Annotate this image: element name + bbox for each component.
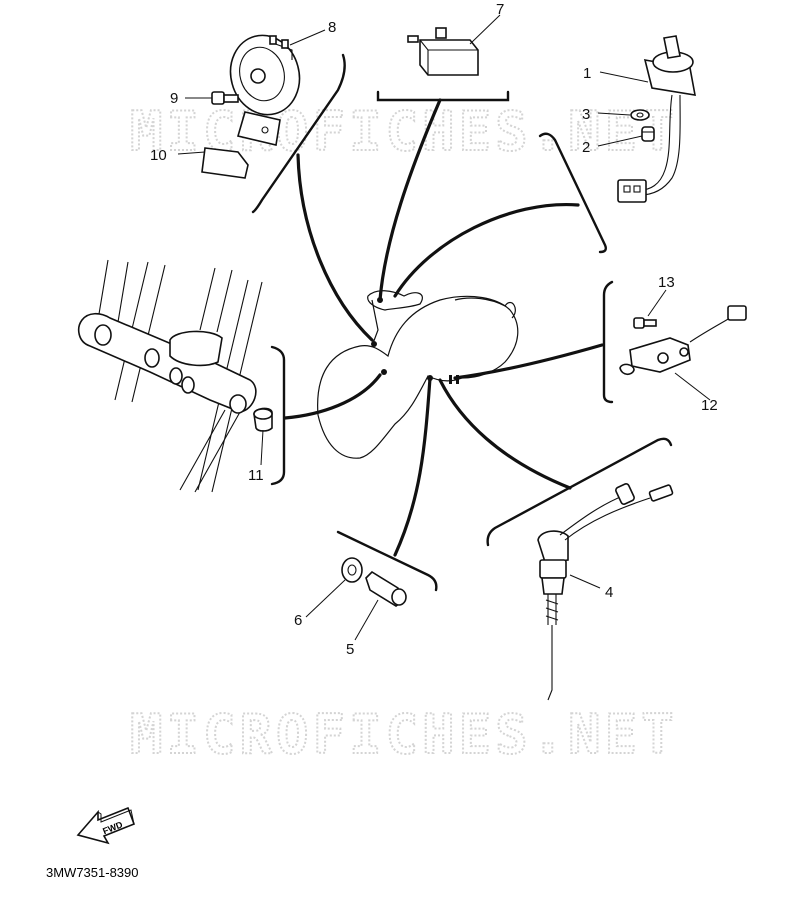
callout-11: 11 [248, 467, 264, 484]
horn-pad-part [201, 147, 249, 179]
switch-part-12 [619, 305, 747, 376]
leader-lines [177, 14, 711, 641]
diagram-code: 3MW7351-8390 [46, 865, 139, 880]
relay-part [407, 27, 479, 76]
group-brackets [251, 53, 673, 592]
washer-part-6 [341, 557, 363, 583]
callout-7: 7 [496, 1, 504, 18]
connection-wires [283, 98, 604, 557]
horn-part [229, 34, 301, 146]
callout-6: 6 [294, 612, 302, 629]
callout-9: 9 [170, 90, 178, 107]
motorcycle-outline [317, 290, 519, 459]
fwd-arrow-icon: FWD [76, 806, 136, 845]
callout-2: 2 [582, 139, 590, 156]
callout-labels: 1 2 3 4 5 6 7 8 9 10 11 12 13 [150, 1, 718, 658]
screw-part-13 [633, 317, 657, 329]
bolt-part-5 [365, 570, 407, 607]
callout-10: 10 [150, 147, 167, 164]
callout-13: 13 [658, 274, 675, 291]
front-fork [77, 259, 263, 493]
main-switch-part [617, 35, 696, 203]
callout-5: 5 [346, 641, 354, 658]
screw-part-2 [641, 126, 655, 142]
washer-part-3 [630, 109, 650, 121]
callout-8: 8 [328, 19, 336, 36]
callout-4: 4 [605, 584, 613, 601]
callout-1: 1 [583, 65, 591, 82]
cap-part-11 [253, 407, 273, 432]
callout-12: 12 [701, 397, 718, 414]
callout-3: 3 [582, 106, 590, 123]
horn-bolt-part [211, 91, 239, 105]
sender-switch-part-4 [537, 483, 674, 701]
watermark-bottom: MICROFICHES.NET [130, 703, 678, 766]
